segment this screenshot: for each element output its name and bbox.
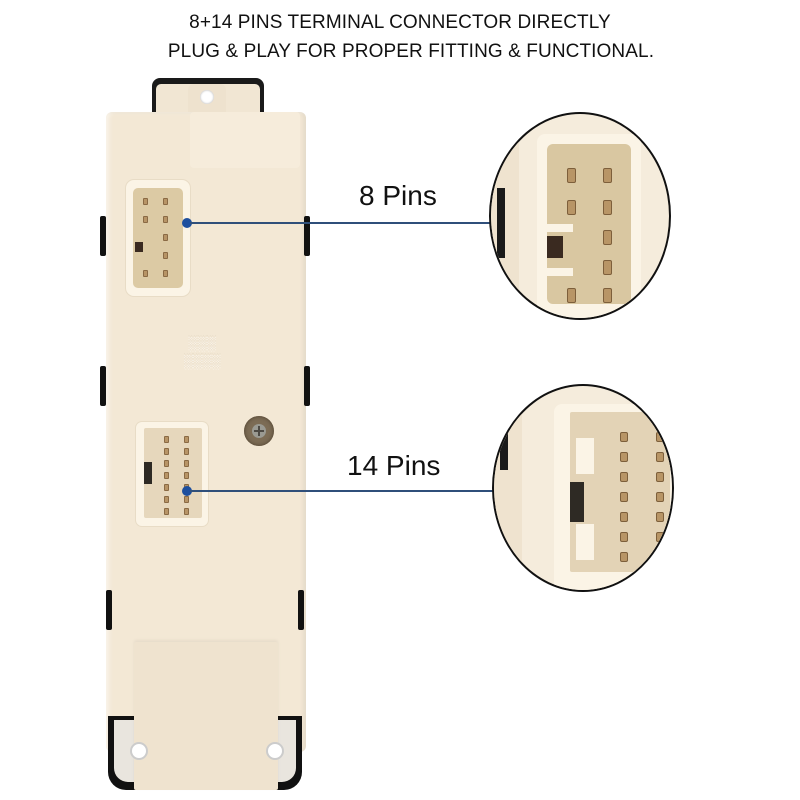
callout-dot-8-pins (182, 218, 192, 228)
top-mount-hole (200, 90, 214, 104)
side-clip-right-1 (304, 216, 310, 256)
leader-line-8-pins (190, 222, 492, 224)
connector-14-pin (136, 422, 208, 526)
side-clip-left-1 (100, 216, 106, 256)
headline-line-1: 8+14 PINS TERMINAL CONNECTOR DIRECTLY (189, 12, 611, 33)
side-clip-left-2 (100, 366, 106, 406)
side-clip-left-3 (106, 590, 112, 630)
side-clip-right-3 (298, 590, 304, 630)
switch-panel: ░░░░░░░ (100, 76, 310, 790)
bottom-slide-cover (134, 642, 278, 790)
label-14-pins: 14 Pins (347, 450, 441, 481)
callout-dot-14-pins (182, 486, 192, 496)
headline-line-2: PLUG & PLAY FOR PROPER FITTING & FUNCTIO… (167, 41, 655, 62)
embossed-marking: ░░░░░░░ (183, 335, 221, 368)
connector-8-pin (126, 180, 190, 296)
zoom-circle-14-pins (492, 384, 674, 592)
zoom-circle-8-pins (489, 112, 671, 320)
bottom-mount-hole-right (266, 742, 284, 760)
leader-line-14-pins (190, 490, 502, 492)
screw-icon (244, 416, 274, 446)
side-clip-right-2 (304, 366, 310, 406)
bottom-mount-hole-left (130, 742, 148, 760)
headline: 8+14 PINS TERMINAL CONNECTOR DIRECTLY PL… (0, 8, 800, 66)
label-8-pins: 8 Pins (359, 180, 437, 211)
housing-step (190, 112, 300, 168)
